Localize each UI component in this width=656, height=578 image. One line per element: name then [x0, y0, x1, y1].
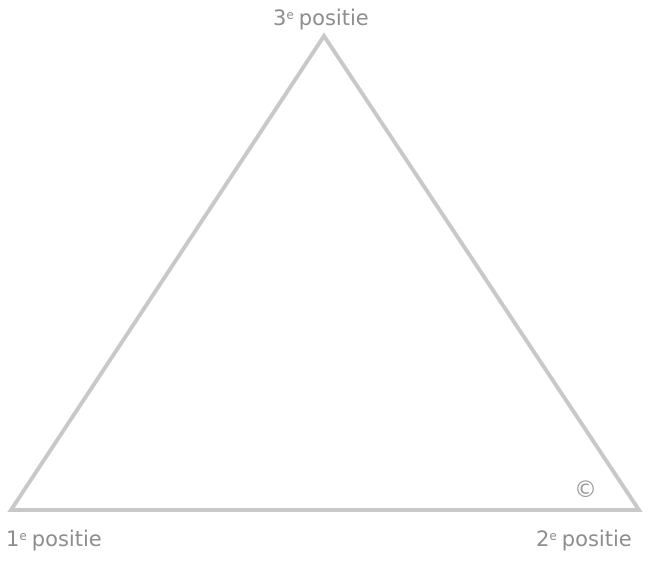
vertex-label-top: 3e positie [273, 6, 369, 30]
vertex-number: 1 [6, 527, 20, 551]
vertex-suffix: e [286, 8, 294, 22]
vertex-suffix: e [549, 529, 557, 543]
triangle-outline [7, 32, 643, 512]
vertex-word: positie [31, 527, 102, 551]
vertex-number: 2 [536, 527, 550, 551]
copyright-icon: © [574, 477, 597, 503]
vertex-word: positie [298, 6, 369, 30]
vertex-label-bottom-right: 2e positie [536, 527, 632, 551]
vertex-number: 3 [273, 6, 287, 30]
vertex-suffix: e [19, 529, 27, 543]
vertex-label-bottom-left: 1e positie [6, 527, 102, 551]
vertex-word: positie [561, 527, 632, 551]
